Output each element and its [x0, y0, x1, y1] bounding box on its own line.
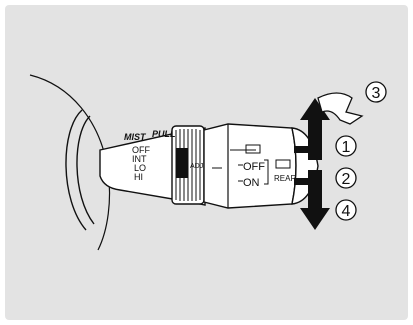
label-rear: REAR — [274, 174, 296, 183]
svg-text:4: 4 — [342, 203, 351, 220]
svg-text:3: 3 — [372, 85, 381, 102]
label-mist: MIST — [124, 132, 147, 142]
svg-text:1: 1 — [342, 139, 351, 156]
label-washer-on: ON — [243, 177, 260, 189]
label-washer-off: OFF — [243, 161, 265, 173]
callout-3: 3 — [366, 82, 386, 102]
svg-text:2: 2 — [342, 171, 351, 188]
callout-4: 4 — [336, 200, 356, 220]
callout-1: 1 — [336, 136, 356, 156]
label-adj: ADJ — [190, 163, 203, 170]
column-cover-inner — [77, 116, 94, 224]
adj-window — [176, 148, 188, 178]
dashboard-outline — [30, 75, 110, 250]
callout-2: 2 — [336, 168, 356, 188]
label-pull: PULL — [152, 129, 176, 139]
label-hi: HI — [134, 172, 143, 182]
